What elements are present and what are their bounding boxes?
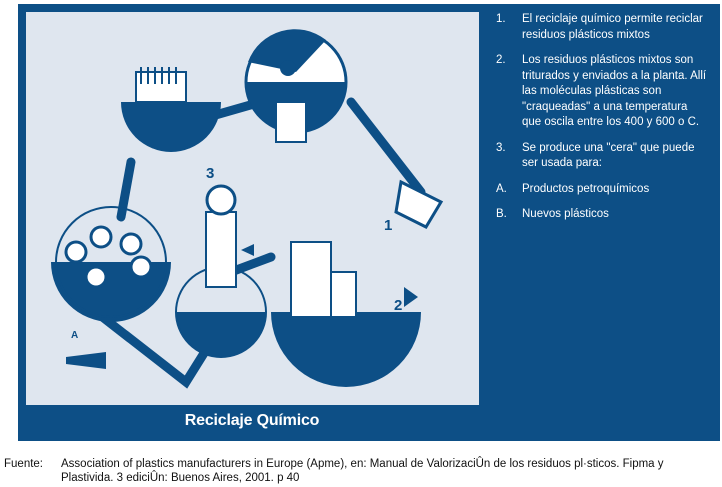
step-item: 2. Los residuos plásticos mixtos son tri… (496, 53, 708, 131)
tank-top-left (121, 67, 221, 152)
step-text: El reciclaje químico permite reciclar re… (522, 13, 703, 41)
step-text: Nuevos plásticos (522, 208, 609, 220)
infographic-panel: 1 2 3 A B Reciclaje Químico 1. El recicl… (18, 4, 720, 441)
tank-top-center (246, 29, 346, 142)
step-text: Se produce una "cera" que puede ser usad… (522, 142, 695, 170)
recycling-diagram: 1 2 3 A B (26, 12, 479, 405)
tank-bottom-center (176, 186, 266, 357)
step-number: 2. (496, 53, 506, 69)
process-steps-list: 1. El reciclaje químico permite reciclar… (496, 12, 708, 233)
step-item: 1. El reciclaje químico permite reciclar… (496, 12, 708, 43)
recycling-illustration: 1 2 3 A B (26, 12, 479, 405)
tank-right (271, 182, 441, 387)
step-item: B. Nuevos plásticos (496, 207, 708, 223)
diagram-label-1: 1 (384, 217, 392, 234)
tank-left-molecules (51, 207, 171, 322)
diagram-caption: Reciclaje Químico (18, 412, 486, 430)
step-text: Los residuos plásticos mixtos son tritur… (522, 54, 706, 128)
diagram-label-a: A (71, 330, 78, 341)
diagram-label-3: 3 (206, 165, 214, 182)
step-number: 3. (496, 141, 506, 157)
step-text: Productos petroquímicos (522, 183, 649, 195)
diagram-label-b: B (156, 262, 163, 273)
diagram-label-2: 2 (394, 297, 402, 314)
step-letter: A. (496, 182, 507, 198)
source-label: Fuente: (4, 457, 43, 471)
step-item: 3. Se produce una "cera" que puede ser u… (496, 141, 708, 172)
source-citation: Association of plastics manufacturers in… (61, 457, 718, 485)
step-number: 1. (496, 12, 506, 28)
step-item: A. Productos petroquímicos (496, 182, 708, 198)
step-letter: B. (496, 207, 507, 223)
